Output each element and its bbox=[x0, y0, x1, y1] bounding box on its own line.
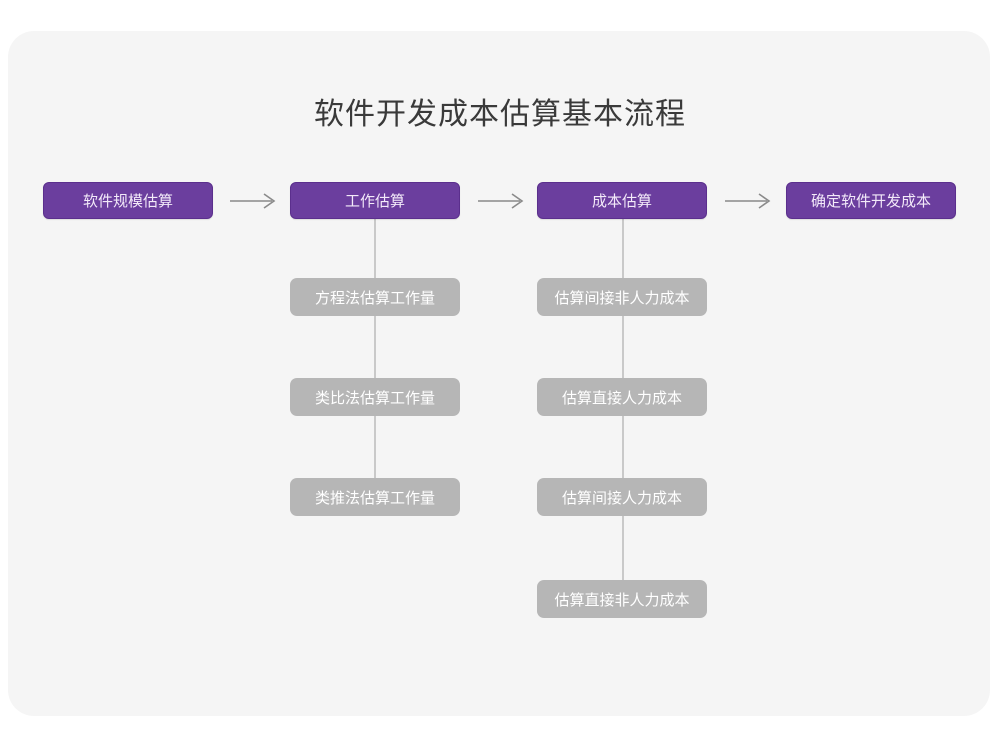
cost-substep-label: 估算间接人力成本 bbox=[561, 489, 682, 507]
main-step-software-size-estimation[interactable]: 软件规模估算 bbox=[43, 182, 213, 219]
cost-substep-direct-labor[interactable]: 估算直接人力成本 bbox=[537, 378, 707, 416]
page-title: 软件开发成本估算基本流程 bbox=[314, 98, 686, 131]
cost-substep-label: 估算间接非人力成本 bbox=[554, 289, 690, 307]
effort-substep-inference-method[interactable]: 类推法估算工作量 bbox=[290, 478, 460, 516]
main-step-determine-dev-cost[interactable]: 确定软件开发成本 bbox=[786, 182, 956, 219]
arrow-3-icon bbox=[723, 190, 775, 214]
effort-substep-analogy-method[interactable]: 类比法估算工作量 bbox=[290, 378, 460, 416]
arrow-2-icon bbox=[476, 190, 528, 214]
effort-substep-equation-method[interactable]: 方程法估算工作量 bbox=[290, 278, 460, 316]
cost-substep-label: 估算直接人力成本 bbox=[561, 389, 682, 407]
cost-substep-indirect-nonlabor[interactable]: 估算间接非人力成本 bbox=[537, 278, 707, 316]
main-step-effort-estimation[interactable]: 工作估算 bbox=[290, 182, 460, 219]
main-step-label: 确定软件开发成本 bbox=[810, 193, 931, 210]
main-step-label: 成本估算 bbox=[591, 193, 652, 210]
arrow-1-icon bbox=[228, 190, 280, 214]
main-step-label: 软件规模估算 bbox=[82, 193, 173, 210]
effort-substep-label: 方程法估算工作量 bbox=[314, 289, 435, 307]
cost-substep-direct-nonlabor[interactable]: 估算直接非人力成本 bbox=[537, 580, 707, 618]
connector-effort-trunk bbox=[374, 218, 376, 498]
cost-substep-label: 估算直接非人力成本 bbox=[554, 591, 690, 609]
main-step-cost-estimation[interactable]: 成本估算 bbox=[537, 182, 707, 219]
effort-substep-label: 类推法估算工作量 bbox=[314, 489, 435, 507]
main-step-label: 工作估算 bbox=[344, 193, 405, 210]
cost-substep-indirect-labor[interactable]: 估算间接人力成本 bbox=[537, 478, 707, 516]
effort-substep-label: 类比法估算工作量 bbox=[314, 389, 435, 407]
card-background bbox=[8, 31, 990, 716]
